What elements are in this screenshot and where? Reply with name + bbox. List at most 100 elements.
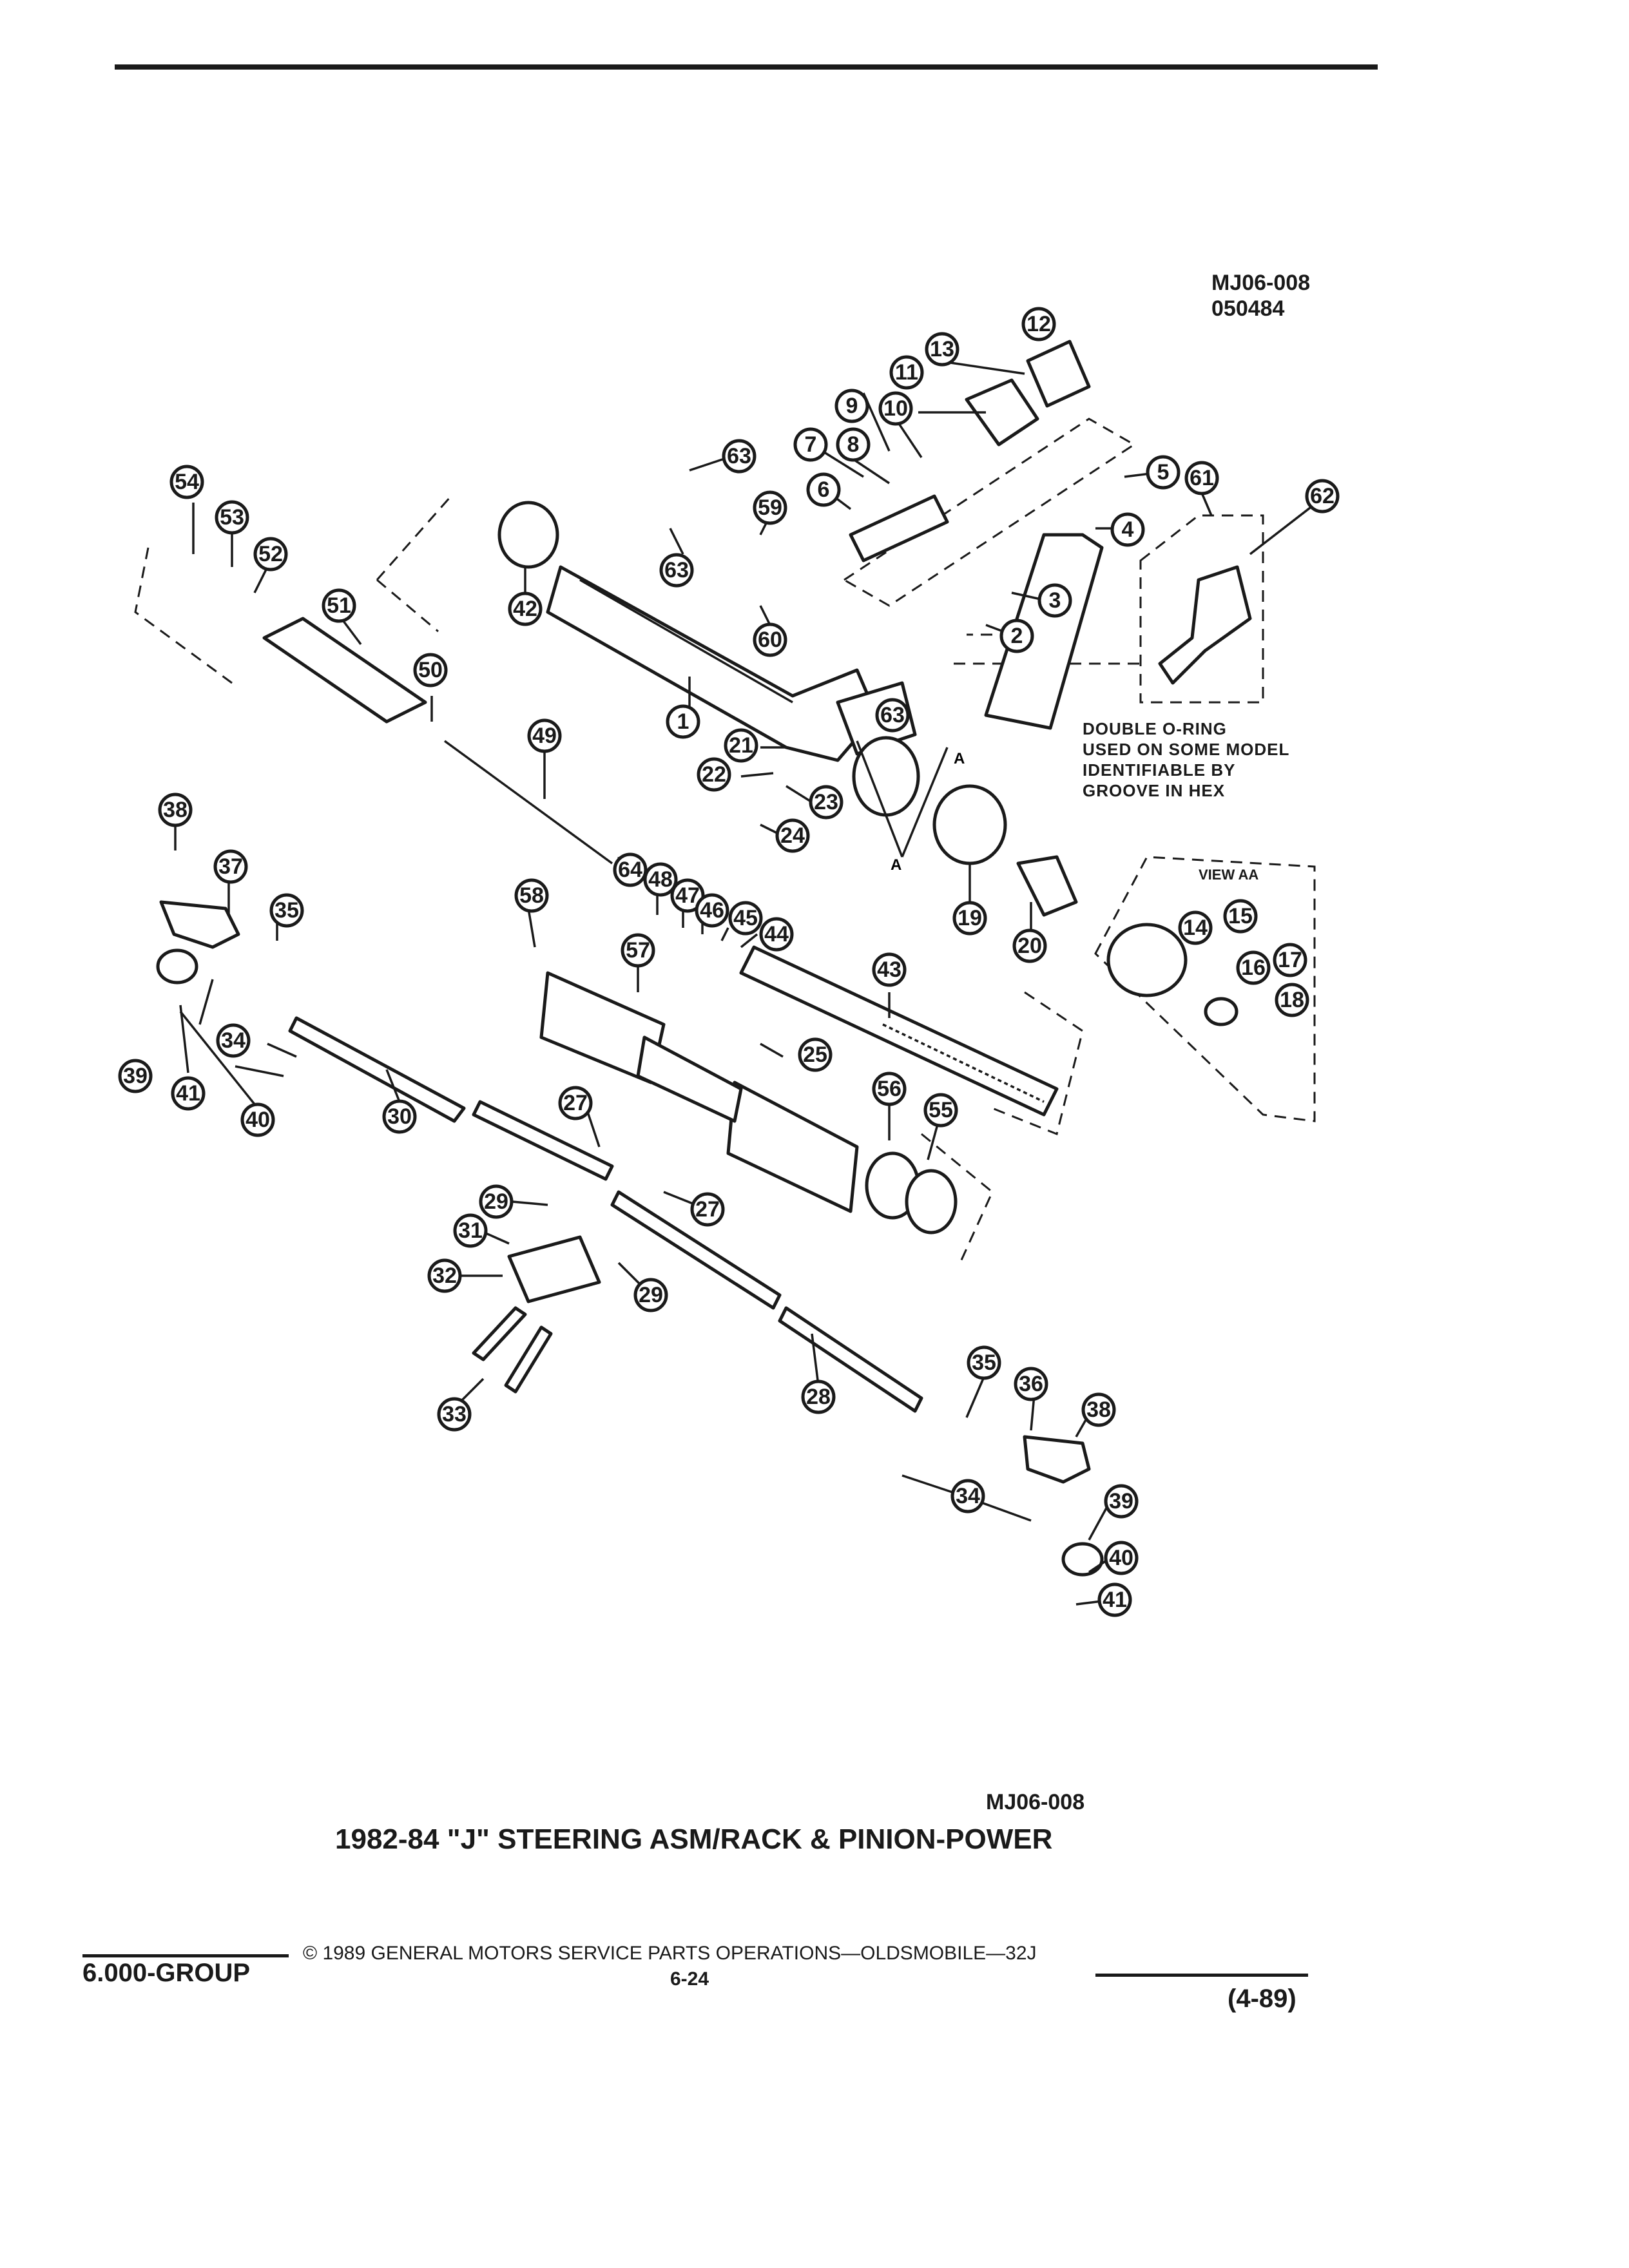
- boot-right: [726, 1081, 859, 1213]
- callout-37: 37: [213, 849, 248, 884]
- svg-text:3: 3: [1049, 588, 1061, 613]
- callout-41-right: 41: [1097, 1582, 1132, 1617]
- svg-text:50: 50: [418, 658, 443, 682]
- svg-text:49: 49: [532, 724, 557, 748]
- callout-18: 18: [1275, 983, 1309, 1017]
- svg-text:18: 18: [1280, 988, 1304, 1012]
- callout-53: 53: [215, 500, 249, 535]
- boot-clamp-outline: [921, 1133, 994, 1264]
- footer-copyright: © 1989 GENERAL MOTORS SERVICE PARTS OPER…: [303, 1943, 1037, 1964]
- note-line: IDENTIFIABLE BY: [1083, 760, 1236, 780]
- callout-61: 61: [1184, 461, 1219, 495]
- note-line: USED ON SOME MODEL: [1083, 740, 1290, 759]
- callout-35-left: 35: [269, 893, 304, 928]
- callout-64: 64: [613, 852, 648, 887]
- callout-15: 15: [1223, 899, 1258, 934]
- callout-46: 46: [695, 893, 729, 928]
- svg-text:20: 20: [1017, 934, 1042, 958]
- svg-text:45: 45: [733, 906, 758, 930]
- view-aa-outline: [1094, 856, 1316, 1122]
- callout-43: 43: [872, 952, 907, 987]
- boot-seal-right: [1061, 1542, 1104, 1577]
- callout-51: 51: [322, 588, 356, 623]
- svg-text:29: 29: [484, 1189, 508, 1214]
- callout-33: 33: [437, 1397, 472, 1432]
- svg-text:55: 55: [929, 1098, 953, 1122]
- callout-5: 5: [1146, 455, 1181, 490]
- ring-55: [905, 1169, 958, 1235]
- callout-38-left: 38: [158, 793, 193, 827]
- boot-center: [636, 1035, 743, 1123]
- callout-47: 47: [670, 878, 705, 913]
- callout-44: 44: [759, 917, 794, 952]
- callout-19: 19: [952, 901, 987, 936]
- tie-rod-inner-left: [472, 1100, 614, 1181]
- svg-text:13: 13: [930, 337, 954, 361]
- housing-group-outline: [376, 495, 452, 633]
- callout-27-lower: 27: [690, 1192, 725, 1227]
- svg-text:34: 34: [221, 1028, 246, 1053]
- view-aa-housing: [1106, 923, 1188, 997]
- svg-text:11: 11: [895, 360, 918, 385]
- svg-text:4: 4: [1122, 517, 1134, 542]
- callout-55: 55: [923, 1093, 958, 1128]
- callout-36: 36: [1014, 1367, 1048, 1401]
- rack-bar: [739, 945, 1059, 1117]
- callout-42: 42: [508, 591, 543, 626]
- callout-11: 11: [889, 355, 924, 390]
- svg-text:33: 33: [442, 1402, 467, 1427]
- callout-63-top: 63: [722, 439, 757, 474]
- callout-40-right: 40: [1104, 1541, 1139, 1575]
- callout-60: 60: [753, 622, 787, 657]
- svg-text:19: 19: [958, 906, 982, 930]
- footer-page-number: 6-24: [670, 1968, 709, 1990]
- callout-40-left: 40: [240, 1102, 275, 1137]
- rack-teeth: [882, 1023, 1045, 1103]
- svg-text:12: 12: [1027, 312, 1051, 336]
- svg-text:9: 9: [846, 394, 858, 418]
- callout-52: 52: [253, 537, 288, 572]
- svg-text:59: 59: [758, 495, 782, 520]
- callout-62: 62: [1305, 479, 1340, 514]
- boot-seal-left: [156, 948, 198, 985]
- footer-revision: (4-89): [1228, 1984, 1296, 2013]
- callout-48: 48: [643, 862, 678, 897]
- svg-text:2: 2: [1011, 624, 1023, 648]
- svg-text:7: 7: [805, 432, 817, 457]
- double-o-ring-note: DOUBLE O-RING USED ON SOME MODEL IDENTIF…: [1083, 718, 1289, 801]
- svg-text:54: 54: [175, 470, 199, 494]
- svg-text:25: 25: [803, 1043, 827, 1067]
- callout-32: 32: [427, 1258, 462, 1293]
- bushing-19: [932, 784, 1007, 865]
- mounting-plate: [507, 1235, 601, 1303]
- svg-text:37: 37: [218, 854, 243, 879]
- svg-text:A: A: [954, 750, 965, 767]
- svg-text:58: 58: [519, 883, 544, 908]
- svg-text:5: 5: [1157, 460, 1170, 485]
- svg-text:40: 40: [246, 1108, 270, 1132]
- callout-16: 16: [1236, 950, 1271, 985]
- tie-rod-outer-right: [778, 1306, 923, 1413]
- svg-text:8: 8: [847, 432, 860, 457]
- svg-text:41: 41: [176, 1081, 200, 1106]
- callout-6: 6: [806, 472, 841, 507]
- callout-23: 23: [809, 785, 843, 820]
- valve-body: [984, 533, 1104, 730]
- svg-text:16: 16: [1241, 956, 1266, 980]
- tie-rod-end-left: [159, 900, 240, 949]
- bolt-a: [472, 1306, 527, 1361]
- callout-49: 49: [527, 718, 562, 753]
- callout-24: 24: [775, 818, 810, 853]
- callout-22: 22: [697, 757, 731, 792]
- fitting-group-outline: [1139, 514, 1264, 704]
- view-aa-adjuster: [1204, 997, 1239, 1026]
- figure-date-code: 050484: [1211, 296, 1285, 321]
- svg-text:35: 35: [972, 1350, 996, 1375]
- callout-28: 28: [801, 1379, 836, 1414]
- tie-rod-end-right: [1023, 1435, 1091, 1484]
- callout-13: 13: [925, 332, 959, 367]
- callout-34-left: 34: [216, 1023, 251, 1058]
- adjuster-plug: [965, 378, 1039, 447]
- callout-29-upper: 29: [479, 1184, 514, 1219]
